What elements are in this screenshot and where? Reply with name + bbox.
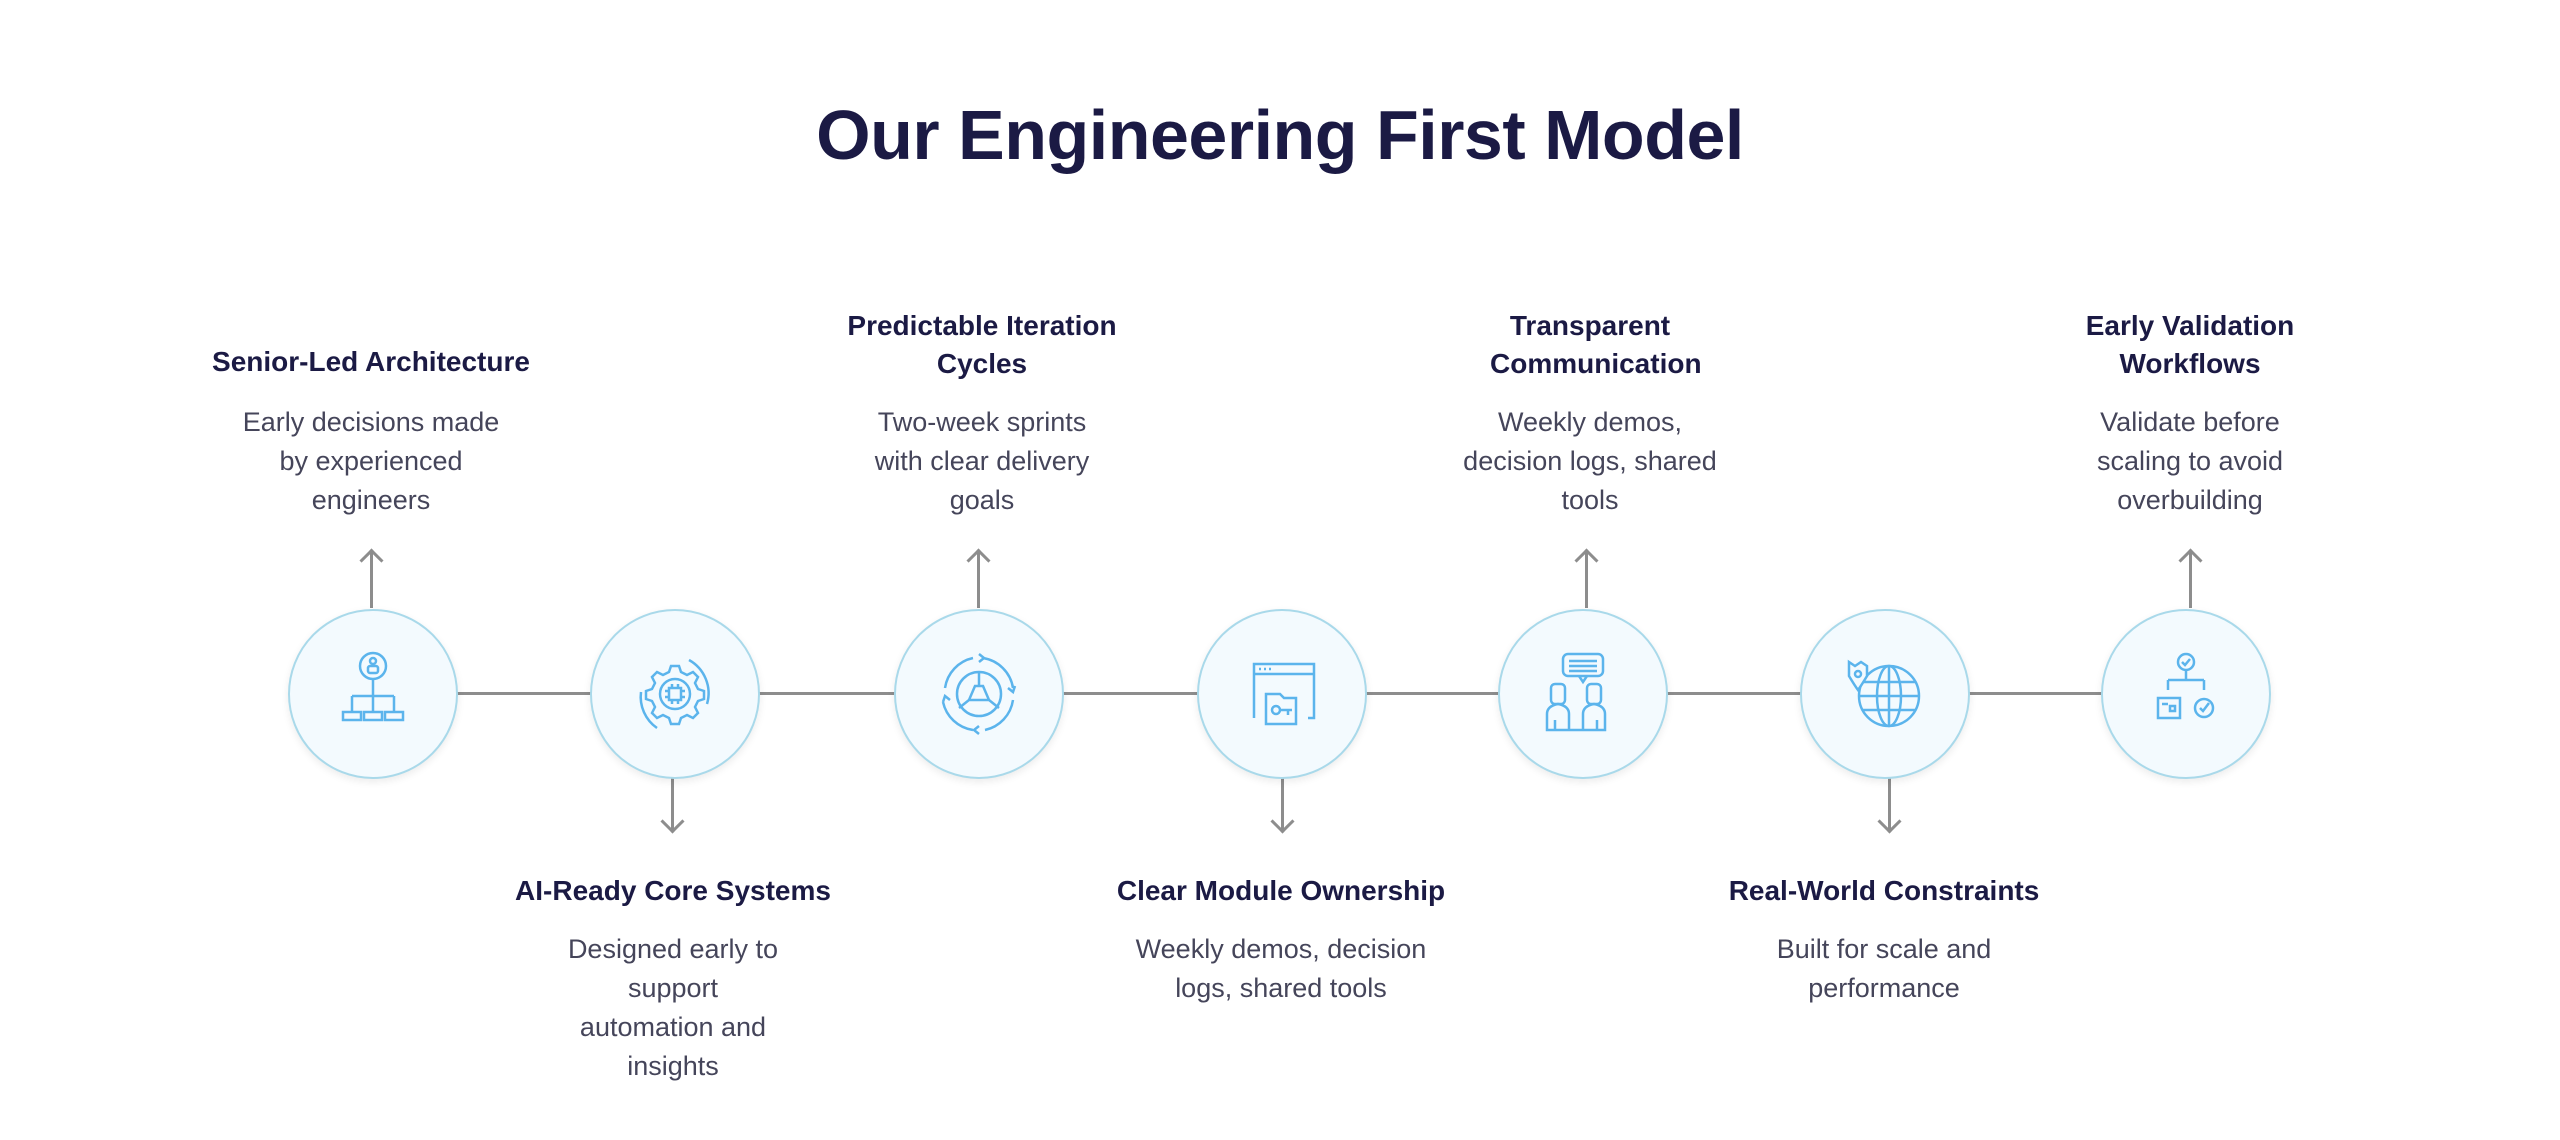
globe-map-pin-icon [1847,659,1921,728]
step-heading: AI-Ready Core Systems [515,875,831,906]
org-chart-person-icon [341,651,405,722]
step-4-node [1197,609,1367,779]
step-4-text: Clear Module Ownership Weekly demos, dec… [1071,872,1491,1008]
step-description: Validate before scaling to avoid overbui… [2096,407,2284,515]
step-5-text: Transparent Communication Weekly demos, … [1380,307,1800,520]
arrow-up-icon [1585,552,1588,608]
step-description: Built for scale and performance [1776,934,1992,1003]
step-7-node [2101,609,2271,779]
step-1-text: Senior-Led Architecture Early decisions … [161,343,581,520]
step-heading: Early Validation Workflows [2085,310,2295,379]
arrow-up-icon [977,552,980,608]
step-3-text: Predictable Iteration Cycles Two-week sp… [772,307,1192,520]
step-description: Designed early to support automation and… [567,934,779,1081]
page-title: Our Engineering First Model [816,96,1744,174]
browser-folder-key-icon [1252,662,1316,726]
workflow-check-icon [2156,652,2215,720]
step-heading: Senior-Led Architecture [212,346,530,377]
step-description: Weekly demos, decision logs, shared tool… [1135,934,1427,1003]
step-2-node [590,609,760,779]
arrow-down-icon [671,778,674,830]
step-1-node [288,609,458,779]
step-heading: Predictable Iteration Cycles [847,310,1117,379]
step-7-text: Early Validation Workflows Validate befo… [1980,307,2400,520]
arrow-down-icon [1281,778,1284,830]
people-chat-icon [1545,652,1607,732]
step-heading: Real-World Constraints [1728,875,2040,906]
arrow-down-icon [1888,778,1891,830]
step-6-node [1800,609,1970,779]
step-heading: Clear Module Ownership [1116,875,1446,906]
step-description: Early decisions made by experienced engi… [242,407,500,515]
step-5-node [1498,609,1668,779]
arrow-up-icon [370,552,373,608]
step-description: Two-week sprints with clear delivery goa… [874,407,1090,515]
cycle-steering-icon [941,653,1017,735]
gear-chip-icon [639,658,710,730]
step-2-text: AI-Ready Core Systems Designed early to … [463,872,883,1086]
step-description: Weekly demos, decision logs, shared tool… [1463,407,1717,515]
step-heading: Transparent Communication [1490,310,1702,379]
step-6-text: Real-World Constraints Built for scale a… [1674,872,2094,1008]
step-3-node [894,609,1064,779]
arrow-up-icon [2189,552,2192,608]
